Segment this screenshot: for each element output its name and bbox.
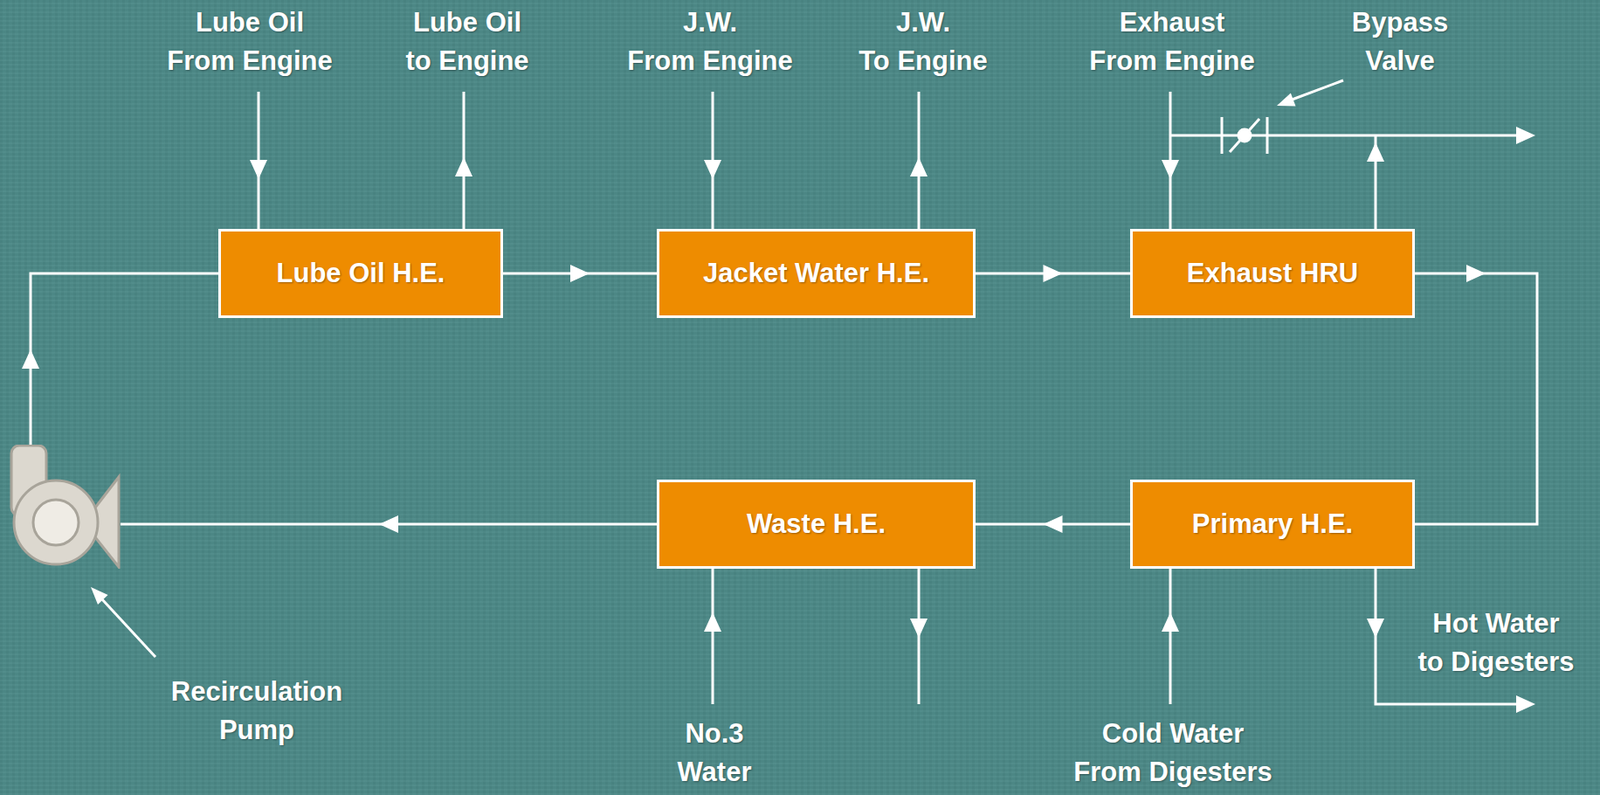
stream-label: J.W. From Engine [627,3,793,81]
flow-connector [120,515,657,533]
flow-arrowheads [249,126,1536,713]
stream-label: No.3 Water [677,714,752,792]
leader-lines [90,80,1344,657]
heat-exchanger-box: Jacket Water H.E. [656,228,976,318]
stream-label: Lube Oil From Engine [166,3,332,81]
box-label: Lube Oil H.E. [276,257,446,290]
stream-label: Cold Water From Digesters [1073,714,1272,792]
box-label: Waste H.E. [746,508,886,540]
stream-label: J.W. To Engine [858,3,988,81]
pipe-stubs [258,91,1525,704]
pump-symbol: Recirculation Pump [7,444,121,569]
flow-connector [975,264,1131,283]
heat-exchanger-box: Primary H.E. [1130,479,1415,569]
heat-exchanger-box: Waste H.E. [656,479,976,569]
stream-label: Exhaust From Engine [1089,3,1255,81]
bypass-valve-symbol [1221,117,1268,154]
pump-icon [7,444,121,569]
flow-connector [503,264,657,283]
stream-label: Lube Oil to Engine [405,3,529,81]
box-label: Primary H.E. [1192,508,1353,540]
heat-recovery-box: Exhaust HRU [1130,228,1415,318]
box-label: Jacket Water H.E. [703,257,930,290]
pump-label: Recirculation Pump [171,672,343,750]
stream-label: Bypass Valve [1351,3,1449,81]
flow-connector [1414,264,1538,525]
flow-connector [21,273,219,445]
box-label: Exhaust HRU [1186,257,1359,290]
stream-label: Hot Water to Digesters [1417,604,1574,682]
heat-exchanger-box: Lube Oil H.E. [218,228,504,318]
flow-connector [975,515,1131,533]
